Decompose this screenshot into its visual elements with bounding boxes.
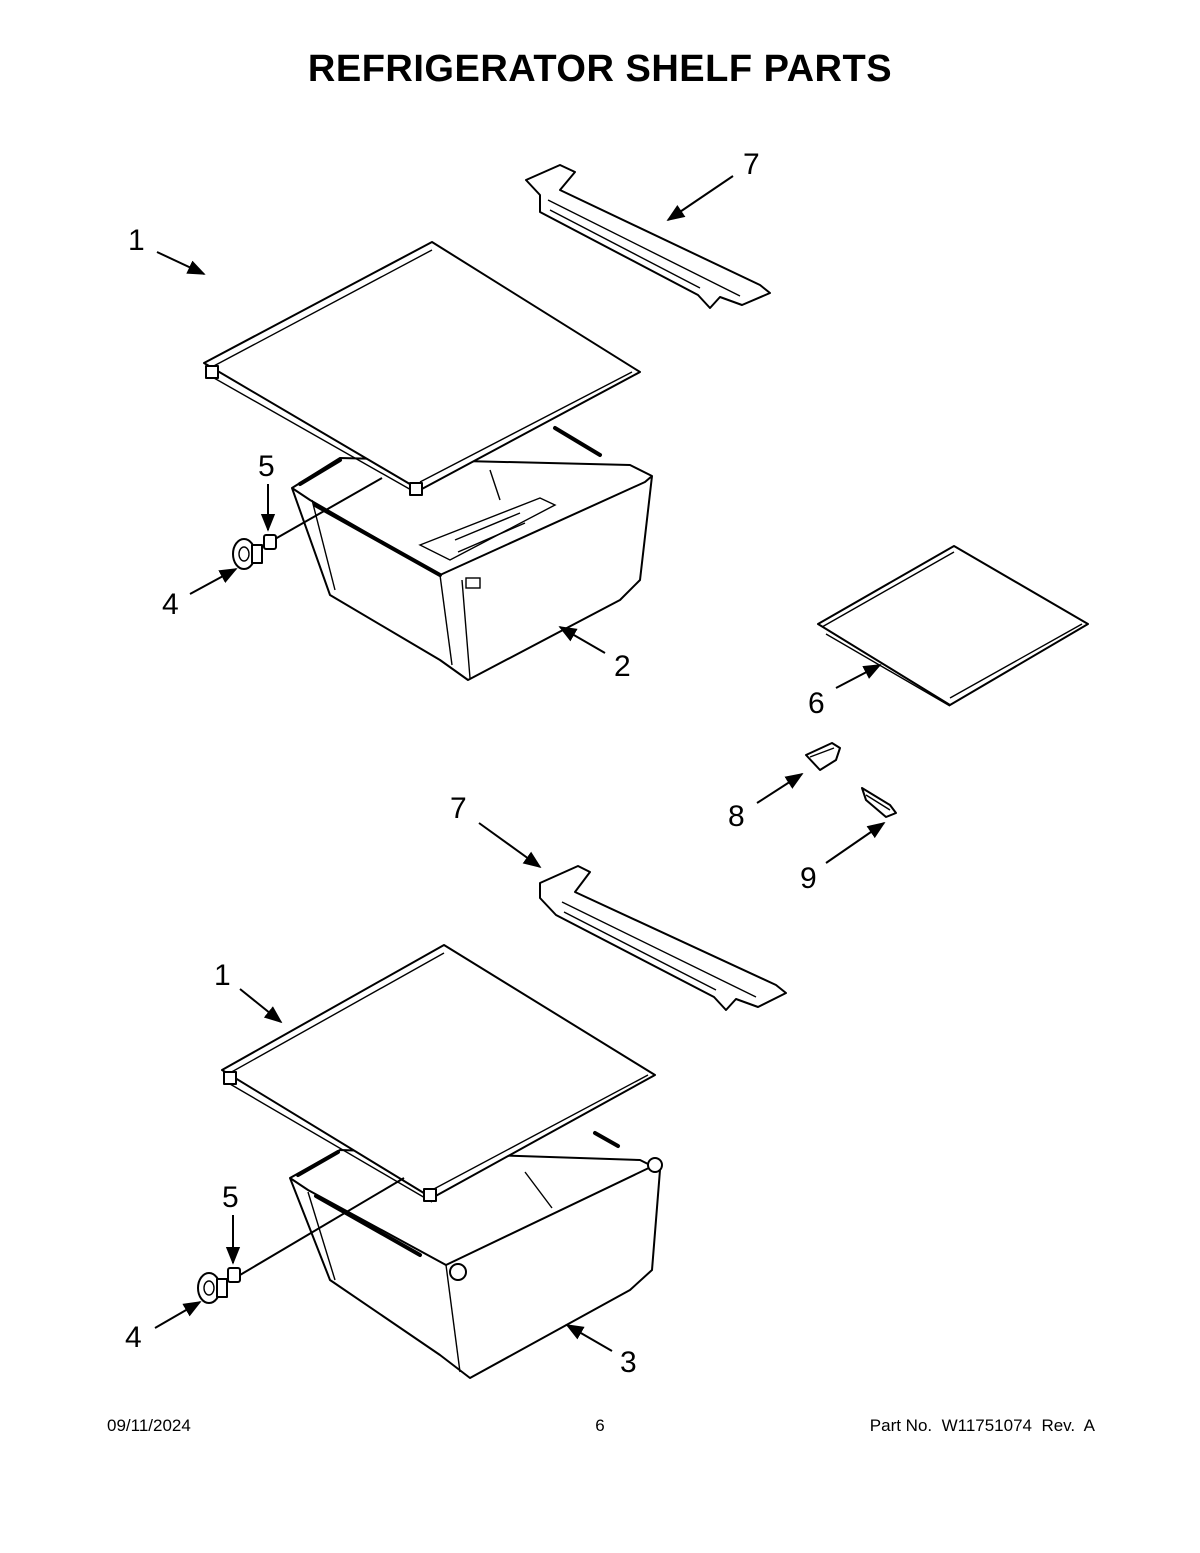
glass-shelf-1 [203, 241, 641, 496]
callout-label: 7 [743, 148, 760, 181]
callout-label: 1 [214, 959, 231, 992]
small-shelf-6 [817, 545, 1089, 707]
clip-5-lower [227, 1267, 241, 1283]
glass-shelf-1-lower [221, 944, 656, 1203]
roller-4 [232, 538, 263, 570]
callout-label: 5 [258, 450, 275, 483]
axle-rod-lower [239, 1177, 405, 1276]
footer-page-number: 6 [595, 1416, 605, 1435]
lower-assembly [197, 865, 787, 1379]
callout-label: 3 [620, 1346, 637, 1379]
roller-4-lower [197, 1272, 228, 1304]
bracket-9 [861, 787, 897, 818]
callout-label: 8 [728, 800, 745, 833]
footer-date: 09/11/2024 [107, 1416, 191, 1435]
callout-label: 7 [450, 792, 467, 825]
footer-part-number: Part No. W11751074 Rev. A [869, 1416, 1095, 1435]
callout-label: 5 [222, 1181, 239, 1214]
upper-assembly [203, 164, 771, 681]
shelf-rail-7-upper [525, 164, 771, 309]
crisper-drawer-2 [291, 426, 653, 681]
callout-label: 4 [162, 588, 179, 621]
callout-label: 4 [125, 1321, 142, 1354]
callout-label: 9 [800, 862, 817, 895]
callout-labels: 1 7 5 4 2 6 8 9 7 1 5 4 3 [125, 148, 825, 1379]
clip-5 [263, 534, 277, 550]
callout-arrows [154, 175, 886, 1352]
callout-label: 1 [128, 224, 145, 257]
bracket-8 [805, 742, 841, 771]
page-title: REFRIGERATOR SHELF PARTS [307, 48, 893, 90]
callout-label: 2 [614, 650, 631, 683]
axle-rod [267, 477, 383, 544]
shelf-rail-7-lower [539, 865, 787, 1011]
callout-label: 6 [808, 687, 825, 720]
